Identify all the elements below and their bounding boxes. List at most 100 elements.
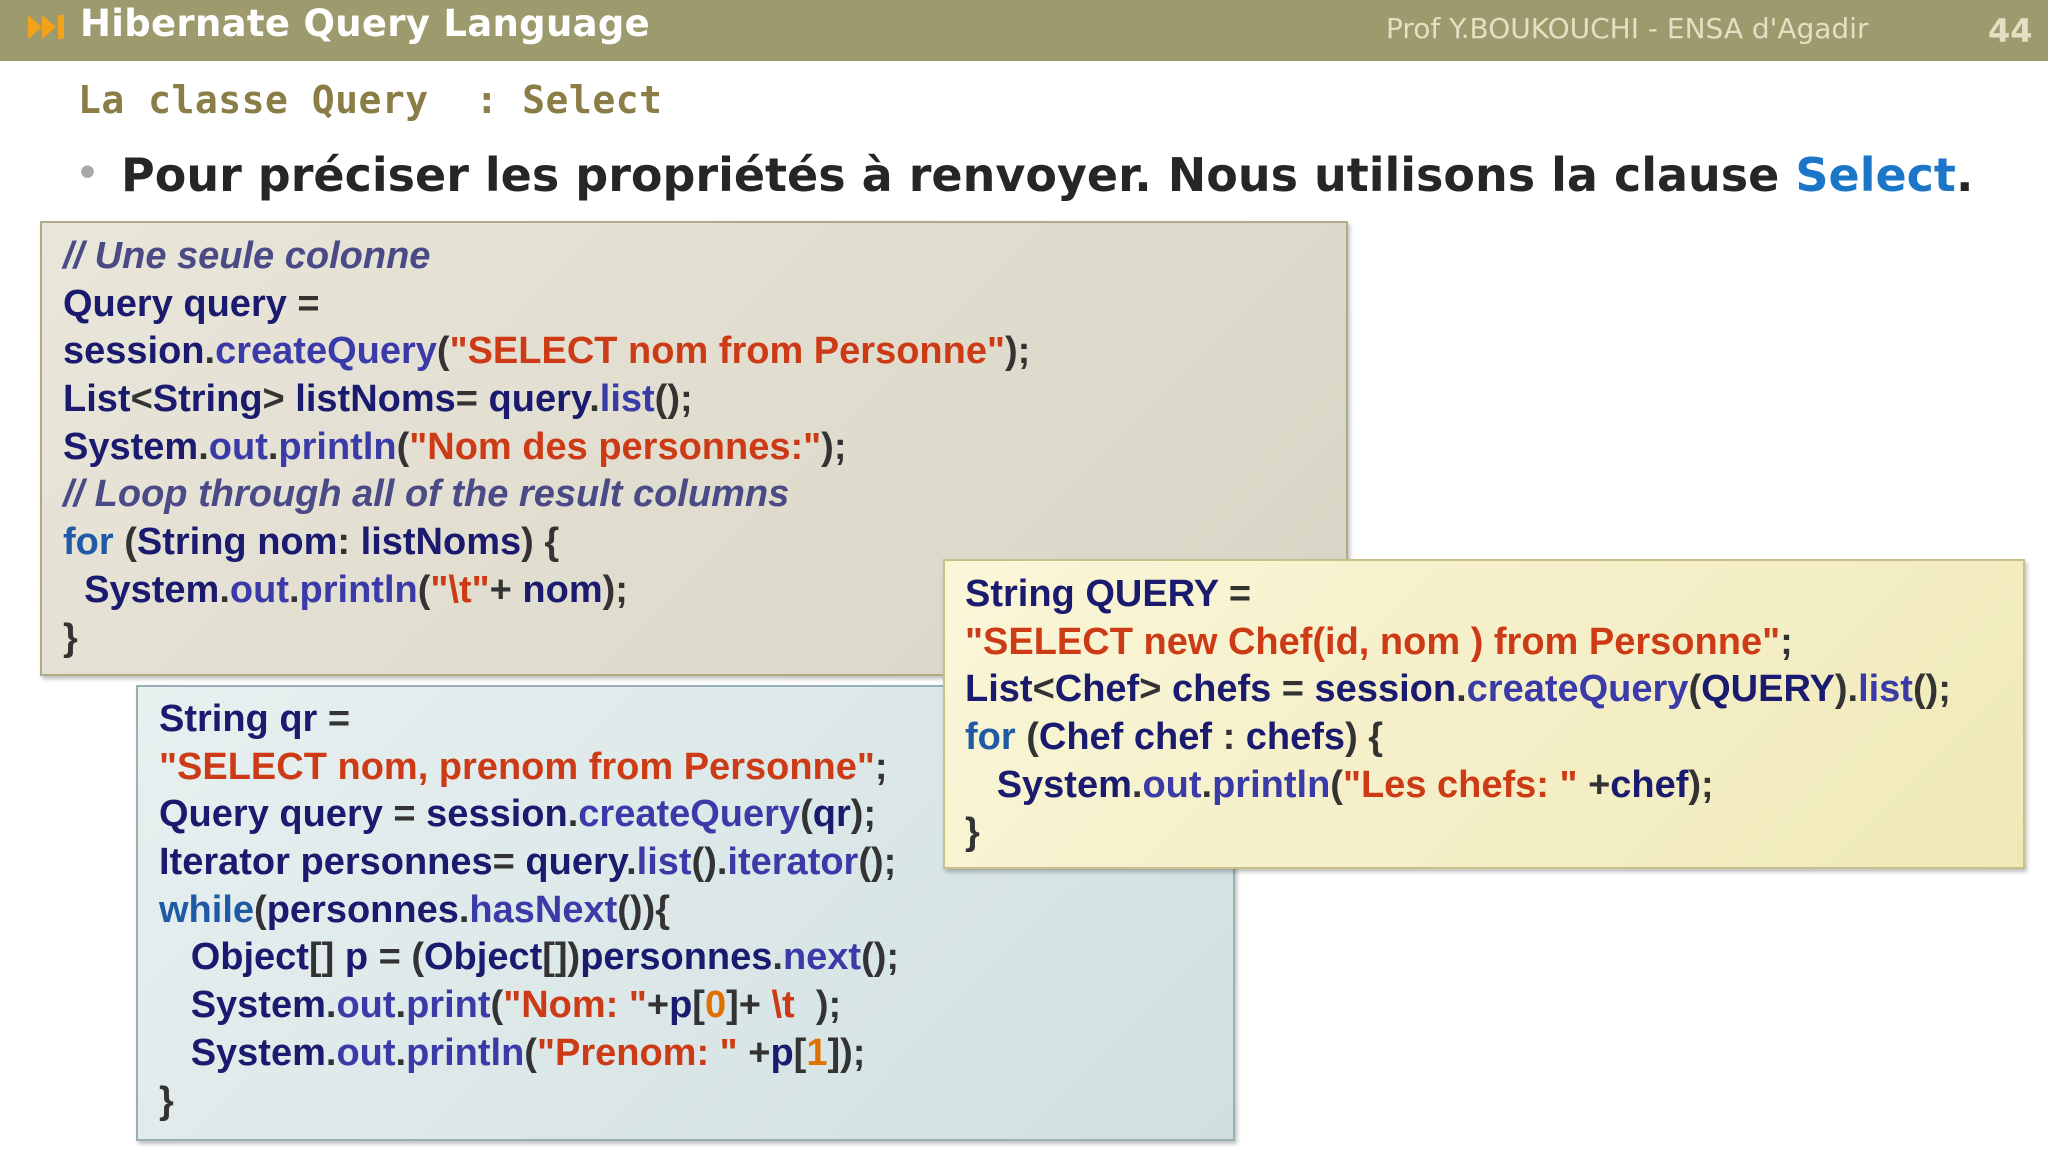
code-token: Query query: [159, 793, 394, 836]
code-token: chef: [1610, 763, 1689, 806]
code-token: QUERY: [1701, 668, 1835, 711]
code-line: Query query = session.createQuery(qr);: [159, 791, 1233, 839]
code-token: ()){: [617, 888, 671, 931]
code-token: Object: [424, 936, 543, 979]
page-number: 44: [1988, 12, 2033, 50]
code-token: println: [278, 425, 397, 468]
code-token: []): [542, 936, 581, 979]
code-token: .: [288, 568, 300, 611]
code-token: ();: [654, 378, 693, 421]
code-token: =: [297, 282, 320, 325]
code-token: "Prenom: ": [536, 1031, 738, 1074]
code-token: out: [336, 984, 396, 1027]
header-bar: Hibernate Query Language Prof Y.BOUKOUCH…: [0, 0, 2048, 61]
code-token: System: [84, 568, 220, 611]
code-token: [159, 936, 191, 978]
code-line: Query query =: [63, 281, 1346, 329]
code-token: [965, 764, 997, 806]
code-token: = (: [378, 936, 424, 979]
code-line: for (Chef chef : chefs) {: [965, 714, 2023, 762]
code-token: =: [1281, 668, 1315, 711]
code-token: (: [254, 888, 267, 931]
code-token: .: [589, 378, 600, 421]
code-token: out: [336, 1031, 396, 1074]
code-token: .: [567, 793, 579, 836]
code-token: list: [636, 841, 692, 884]
code-token: createQuery: [215, 330, 437, 373]
code-line: for (String nom: listNoms) {: [63, 519, 1346, 567]
code-token: Chef chef: [1038, 716, 1223, 759]
code-token: Object: [190, 936, 309, 979]
code-line: // Une seule colonne: [63, 233, 1346, 281]
code-token: nom: [522, 568, 603, 611]
code-token: "Les chefs: ": [1342, 763, 1578, 806]
code-token: >: [262, 378, 296, 421]
code-token: \t: [771, 984, 795, 1027]
code-token: (: [396, 425, 410, 468]
code-token: ();: [858, 841, 897, 884]
code-token: "SELECT nom from Personne": [449, 330, 1005, 373]
code-token: println: [1212, 763, 1331, 806]
code-token: query: [488, 378, 590, 421]
code-token: ).: [1834, 668, 1859, 711]
code-token: .: [219, 568, 230, 611]
code-token: while: [159, 888, 255, 931]
bullet-icon: •: [76, 153, 100, 194]
code-token: listNoms: [360, 521, 522, 564]
code-line: // Loop through all of the result column…: [63, 471, 1346, 519]
code-token: ) {: [521, 521, 560, 564]
code-line: }: [63, 615, 1346, 663]
code-token: // Une seule colonne: [63, 235, 431, 277]
code-token: :: [1222, 716, 1246, 759]
code-token: System: [190, 1031, 326, 1074]
code-token: Query query: [63, 282, 298, 325]
code-token: out: [208, 425, 268, 468]
code-token: +: [489, 568, 523, 611]
code-line: System.out.print("Nom: "+p[0]+ \t );: [159, 982, 1233, 1030]
code-token: list: [1858, 668, 1913, 711]
code-token: (: [1330, 763, 1343, 806]
code-token: .: [267, 425, 279, 468]
code-token: [: [692, 984, 705, 1027]
code-token: Chef: [1054, 668, 1140, 711]
code-token: listNoms: [295, 378, 456, 421]
author-label: Prof Y.BOUKOUCHI - ENSA d'Agadir: [1386, 12, 1869, 45]
code-line: session.createQuery("SELECT nom from Per…: [63, 328, 1346, 376]
code-line: System.out.println("Nom des personnes:")…: [63, 424, 1346, 472]
code-token: .: [458, 888, 470, 931]
code-token: String: [152, 378, 263, 421]
code-token: ();: [1912, 668, 1951, 711]
code-token: // Loop through all of the result column…: [63, 473, 790, 516]
code-line: "SELECT new Chef(id, nom ) from Personne…: [965, 619, 2023, 667]
code-line: System.out.println("Les chefs: " +chef);: [965, 762, 2023, 810]
code-token: =: [393, 793, 427, 836]
code-token: next: [782, 936, 862, 979]
code-token: [63, 569, 84, 611]
code-token: "\t": [430, 568, 490, 611]
code-token: .: [395, 1031, 407, 1074]
code-token: p: [344, 936, 379, 979]
bullet-point: •Pour préciser les propriétés à renvoyer…: [76, 148, 1973, 202]
code-line: }: [965, 809, 2023, 857]
code-token: ;: [874, 745, 888, 788]
code-line: "SELECT nom, prenom from Personne";: [159, 744, 1233, 792]
code-token: (: [1015, 716, 1039, 759]
bullet-keyword: Select: [1795, 148, 1956, 202]
code-token: qr: [812, 793, 851, 836]
code-token: "Nom: ": [503, 984, 647, 1027]
code-line: Iterator personnes= query.list().iterato…: [159, 839, 1233, 887]
code-token: +: [646, 984, 670, 1027]
code-token: );: [1688, 763, 1714, 806]
code-token: ]);: [827, 1031, 866, 1074]
code-token: session: [1314, 668, 1457, 711]
code-block-multiple-columns: String qr ="SELECT nom, prenom from Pers…: [136, 685, 1235, 1141]
code-token: .: [1201, 763, 1213, 806]
code-token: >: [1139, 668, 1172, 711]
code-token: println: [406, 1031, 525, 1074]
code-line: String QUERY =: [965, 571, 2023, 619]
code-token: (: [1688, 668, 1702, 711]
code-token: for: [965, 716, 1016, 759]
code-token: List: [63, 378, 131, 421]
code-token: .: [772, 936, 783, 979]
code-token: createQuery: [578, 793, 801, 836]
